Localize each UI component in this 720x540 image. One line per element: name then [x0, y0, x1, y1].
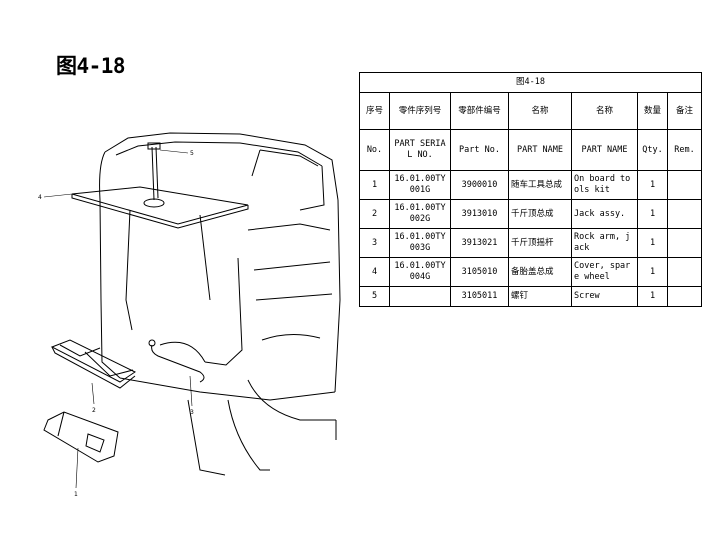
header-en-qty: Qty.: [637, 129, 668, 171]
header-row-english: No. PART SERIAL NO. Part No. PART NAME P…: [359, 129, 703, 171]
cell-serial: 16.01.00TY004G: [389, 257, 451, 287]
cell-part-no: 3913021: [450, 228, 509, 258]
table-caption: 图4-18: [358, 72, 703, 93]
vehicle-body-outline: [99, 132, 341, 476]
header-zh-qty: 数量: [637, 92, 668, 130]
cell-name-cn: 随车工具总成: [508, 170, 572, 200]
cell-serial: 16.01.00TY001G: [389, 170, 451, 200]
cell-name-cn: 备胎盖总成: [508, 257, 572, 287]
table-row: 5 3105011 螺钉 Screw 1: [359, 286, 703, 307]
cell-remark: [666, 257, 703, 287]
header-en-no: No.: [359, 129, 390, 171]
header-en-name-en: PART NAME: [571, 129, 638, 171]
jack-assembly: [50, 339, 136, 405]
cell-serial: [389, 286, 451, 307]
cell-qty: 1: [637, 170, 668, 200]
cell-serial: 16.01.00TY002G: [389, 199, 451, 229]
screw-part: [147, 142, 189, 201]
rock-arm-part: [148, 339, 205, 407]
cell-part-no: 3900010: [450, 170, 509, 200]
cell-no: 2: [359, 199, 390, 229]
table-row: 2 16.01.00TY002G 3913010 千斤顶总成 Jack assy…: [359, 199, 703, 229]
cell-no: 1: [359, 170, 390, 200]
exploded-view-drawing: 5 4 2 3 1: [38, 132, 341, 498]
figure-title: 图4-18: [56, 54, 126, 78]
callout-2: 2: [92, 407, 96, 414]
header-row-chinese: 序号 零件序列号 零部件编号 名称 名称 数量 备注: [359, 92, 703, 130]
cell-name-en: On board tools kit: [571, 170, 638, 200]
cell-name-cn: 螺钉: [508, 286, 572, 307]
header-en-part-no: Part No.: [450, 129, 509, 171]
cell-no: 4: [359, 257, 390, 287]
cell-part-no: 3105010: [450, 257, 509, 287]
header-zh-part-no: 零部件编号: [450, 92, 509, 130]
cell-qty: 1: [637, 286, 668, 307]
cell-name-en: Jack assy.: [571, 199, 638, 229]
cell-part-no: 3105011: [450, 286, 509, 307]
cell-qty: 1: [637, 228, 668, 258]
table-row: 1 16.01.00TY001G 3900010 随车工具总成 On board…: [359, 170, 703, 200]
header-zh-no: 序号: [359, 92, 390, 130]
cell-name-en: Screw: [571, 286, 638, 307]
cell-part-no: 3913010: [450, 199, 509, 229]
header-zh-name-en: 名称: [571, 92, 638, 130]
cell-serial: 16.01.00TY003G: [389, 228, 451, 258]
header-zh-name-cn: 名称: [508, 92, 572, 130]
callout-1: 1: [74, 491, 78, 498]
table-caption-row: 图4-18: [358, 72, 703, 93]
cell-remark: [666, 170, 703, 200]
cell-remark: [666, 199, 703, 229]
header-zh-serial: 零件序列号: [389, 92, 451, 130]
table-row: 3 16.01.00TY003G 3913021 千斤顶摇杆 Rock arm,…: [359, 228, 703, 258]
callout-4: 4: [38, 194, 42, 201]
header-zh-remark: 备注: [666, 92, 703, 130]
cell-qty: 1: [637, 257, 668, 287]
cell-name-cn: 千斤顶总成: [508, 199, 572, 229]
header-en-remark: Rem.: [666, 129, 703, 171]
cell-name-cn: 千斤顶摇杆: [508, 228, 572, 258]
callout-5: 5: [190, 150, 194, 157]
cell-remark: [666, 286, 703, 307]
cell-name-en: Rock arm, jack: [571, 228, 638, 258]
cell-no: 3: [359, 228, 390, 258]
parts-table: 图4-18 序号 零件序列号 零部件编号 名称 名称 数量 备注 No. PAR…: [358, 72, 703, 307]
table-row: 4 16.01.00TY004G 3105010 备胎盖总成 Cover, sp…: [359, 257, 703, 287]
spare-wheel-cover: [43, 186, 249, 229]
cell-name-en: Cover, spare wheel: [571, 257, 638, 287]
header-en-serial: PART SERIAL NO.: [389, 129, 451, 171]
callout-3: 3: [190, 409, 194, 416]
cell-qty: 1: [637, 199, 668, 229]
tool-bag-part: [43, 411, 119, 489]
cell-remark: [666, 228, 703, 258]
header-en-name-cn: PART NAME: [508, 129, 572, 171]
cell-no: 5: [359, 286, 390, 307]
